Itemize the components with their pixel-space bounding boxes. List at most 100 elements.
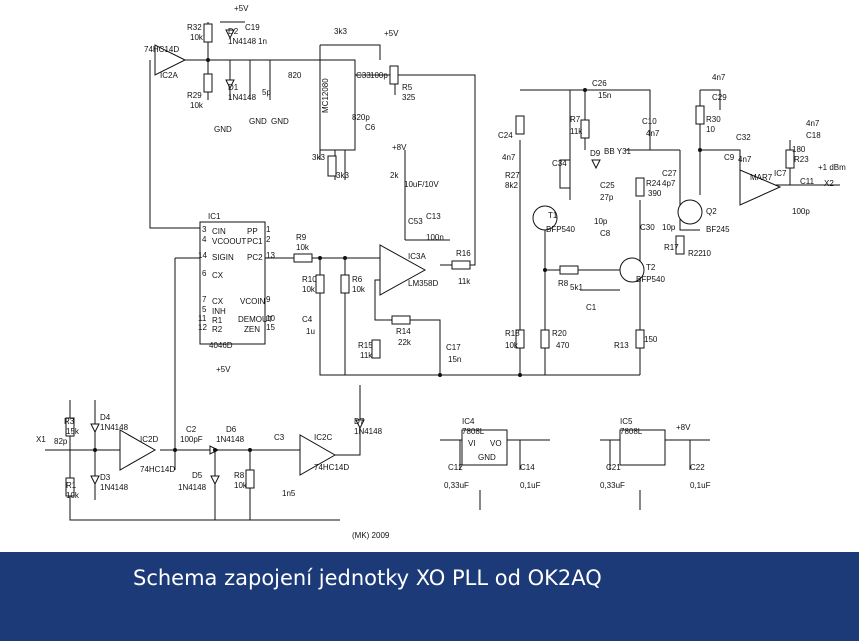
regulator-ic4 bbox=[461, 429, 508, 466]
label-c32v: 4n7 bbox=[738, 155, 752, 164]
ic-mc12080 bbox=[319, 59, 356, 151]
junction-dots bbox=[93, 58, 702, 452]
label-d7: D7 bbox=[354, 417, 365, 426]
label-d1: D1 bbox=[228, 83, 239, 92]
label-c53: C53 bbox=[408, 217, 423, 226]
schematic-svg: 74HC14D IC2A R32 10k R29 10k D2 1N4148 D… bbox=[36, 4, 846, 540]
label-gnd-3: GND bbox=[271, 117, 289, 126]
label-r7v: 11k bbox=[570, 127, 583, 136]
label-r24v: 390 bbox=[648, 189, 662, 198]
pinnum-13: 13 bbox=[266, 251, 275, 260]
label-c17v: 15n bbox=[448, 355, 461, 364]
label-3k3-bot: 3k3 bbox=[336, 171, 349, 180]
label-r9v: 10k bbox=[296, 243, 310, 252]
label-c33: C33 bbox=[356, 71, 371, 80]
label-c26v: 15n bbox=[598, 91, 611, 100]
label-c19v: 1n bbox=[258, 37, 267, 46]
pin-cx2: CX bbox=[212, 297, 224, 306]
label-2k: 2k bbox=[390, 171, 399, 180]
label-c27v: 4p7 bbox=[662, 179, 676, 188]
pinnum-3: 3 bbox=[202, 225, 207, 234]
label-ic2a-part: 74HC14D bbox=[144, 45, 179, 54]
label-c30: C30 bbox=[640, 223, 655, 232]
resistor-3k3 bbox=[327, 155, 337, 177]
regulator-ic5 bbox=[619, 429, 666, 466]
label-d1v: 1N4148 bbox=[228, 93, 257, 102]
label-ic2d: IC2D bbox=[140, 435, 158, 444]
label-d4v: 1N4148 bbox=[100, 423, 129, 432]
opamp-ic3a-symbol bbox=[379, 244, 427, 296]
pinnum-1: 1 bbox=[266, 225, 271, 234]
pinnum-14: 14 bbox=[198, 251, 207, 260]
label-q2: Q2 bbox=[706, 207, 717, 216]
label-r15: R15 bbox=[358, 341, 373, 350]
label-plus8v: +8V bbox=[392, 143, 407, 152]
label-x1: X1 bbox=[36, 435, 46, 444]
schematic-diagram: 74HC14D IC2A R32 10k R29 10k D2 1N4148 D… bbox=[36, 4, 847, 540]
label-r8bv: 10k bbox=[234, 481, 248, 490]
label-3k3-top: 3k3 bbox=[334, 27, 347, 36]
label-d3: D3 bbox=[100, 473, 111, 482]
label-d2: D2 bbox=[228, 27, 239, 36]
diodes-d1-d2 bbox=[225, 29, 235, 90]
label-3k3-mid: 3k3 bbox=[312, 153, 325, 162]
varicap-d9 bbox=[591, 159, 601, 170]
label-c32: C32 bbox=[736, 133, 751, 142]
label-c19: C19 bbox=[245, 23, 260, 32]
label-c10: C10 bbox=[642, 117, 657, 126]
transistor-t1 bbox=[532, 205, 558, 231]
label-c6v: 820p bbox=[352, 113, 370, 122]
label-r23: R23 bbox=[794, 155, 809, 164]
label-r8: R8 bbox=[558, 279, 569, 288]
diode-d7 bbox=[355, 419, 365, 430]
label-d2v: 1N4148 bbox=[228, 37, 257, 46]
label-r18: R18 bbox=[505, 329, 520, 338]
resistor-r29 bbox=[203, 73, 213, 93]
label-signature: (MK) 2009 bbox=[352, 531, 390, 540]
label-ic4-vi: VI bbox=[468, 439, 476, 448]
label-r20: R20 bbox=[552, 329, 567, 338]
label-c22v: 0,1uF bbox=[690, 481, 711, 490]
pin-pc2: PC2 bbox=[247, 253, 263, 262]
label-plus5v-mc: +5V bbox=[384, 29, 399, 38]
label-ic5v: 7808L bbox=[620, 427, 643, 436]
resistor-r16 bbox=[451, 260, 471, 270]
label-r10v: 10k bbox=[302, 285, 316, 294]
label-c1: C1 bbox=[586, 303, 597, 312]
pin-vcoin: VCOIN bbox=[240, 297, 266, 306]
label-r30: R30 bbox=[706, 115, 721, 124]
resistor-r8 bbox=[559, 265, 579, 275]
resistor-r1 bbox=[65, 477, 75, 497]
label-c33v: 100p bbox=[370, 71, 388, 80]
label-c820: 820 bbox=[288, 71, 302, 80]
label-t2v: BFP540 bbox=[636, 275, 665, 284]
label-c29: C29 bbox=[712, 93, 727, 102]
label-bby31: BB Y31 bbox=[604, 147, 632, 156]
label-plus5v-ic1: +5V bbox=[216, 365, 231, 374]
diodes-d3-d4 bbox=[90, 423, 100, 486]
label-c2v: 100pF bbox=[180, 435, 203, 444]
label-r3v: 15k bbox=[66, 427, 80, 436]
pinnum-12: 12 bbox=[198, 323, 207, 332]
pinnum-5: 5 bbox=[202, 305, 207, 314]
pin-inh: INH bbox=[212, 307, 226, 316]
label-r20v: 470 bbox=[556, 341, 570, 350]
caption-band bbox=[0, 552, 859, 641]
label-gnd-1: GND bbox=[214, 125, 232, 134]
label-c27: C27 bbox=[662, 169, 677, 178]
label-c4: C4 bbox=[302, 315, 313, 324]
resistor-r20 bbox=[540, 329, 550, 349]
label-r7: R7 bbox=[570, 115, 581, 124]
resistor-r10 bbox=[315, 274, 325, 294]
label-ic4-gnd: GND bbox=[478, 453, 496, 462]
resistor-r17 bbox=[675, 235, 685, 255]
resistor-r6 bbox=[340, 274, 350, 294]
label-plus5v-top: +5V bbox=[234, 4, 249, 13]
pin-pp: PP bbox=[247, 227, 258, 236]
label-c22: C22 bbox=[690, 463, 705, 472]
resistor-r9 bbox=[293, 253, 313, 263]
label-c11: C11 bbox=[800, 177, 815, 186]
label-ic3a: IC3A bbox=[408, 252, 426, 261]
label-ic1: IC1 bbox=[208, 212, 221, 221]
label-r17: R17 bbox=[664, 243, 679, 252]
